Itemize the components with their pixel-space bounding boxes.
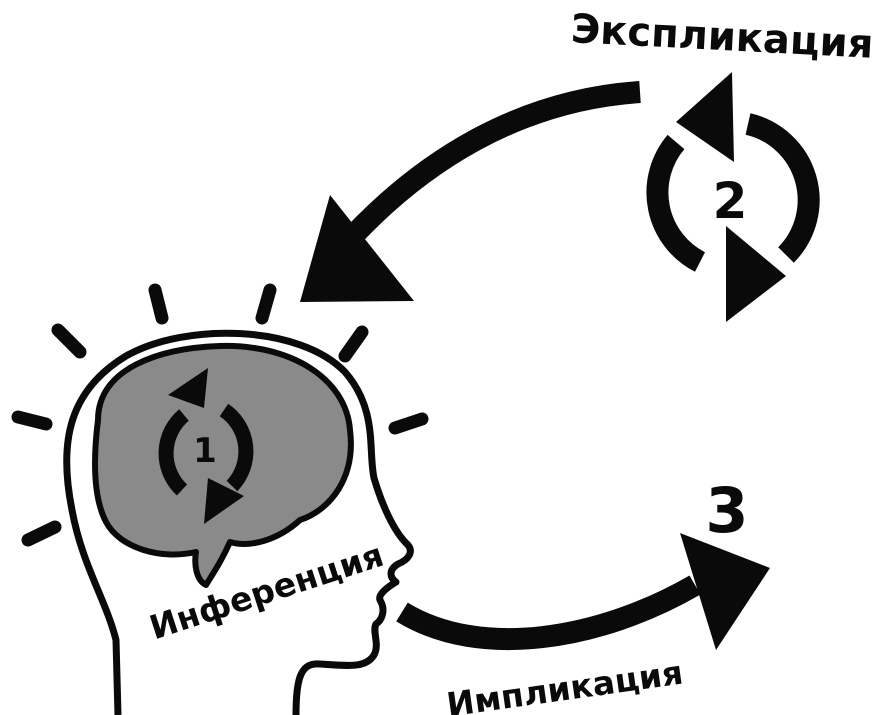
cycle-2-arc-left: [646, 134, 706, 272]
explication-arrowhead: [300, 195, 414, 302]
cycle-2-arrowhead-bottom: [726, 226, 786, 322]
cycle-2-heads: [676, 72, 786, 322]
cycle-2-arrowhead-top: [676, 72, 734, 162]
implication-arrow-shaft: [396, 575, 701, 651]
step-1-marker: 1: [193, 431, 217, 471]
ray-4: [255, 283, 277, 325]
cycle-1-arc-left: [158, 409, 190, 496]
cycle-arrows-1: [158, 403, 254, 496]
ray-7: [21, 520, 62, 547]
implication-label: Импликация: [444, 653, 685, 715]
cycle-arrows-2: [646, 113, 820, 272]
explication-label: Экспликация: [570, 6, 872, 68]
step-3-marker: 3: [705, 474, 748, 547]
implication-arrowhead: [680, 533, 770, 650]
step-2-marker: 2: [713, 172, 748, 230]
explication-arrow-shaft: [331, 81, 641, 258]
cycle-1-arrowhead-bottom: [204, 478, 244, 524]
ray-2: [51, 323, 87, 359]
ray-3: [148, 283, 169, 325]
cycle-1-heads: [168, 368, 244, 524]
ray-1: [11, 410, 53, 431]
ray-6: [388, 412, 429, 435]
ray-5: [338, 325, 369, 363]
idea-rays: [11, 283, 429, 547]
cycle-1-arrowhead-top: [168, 368, 208, 408]
cycle-2-arc-right: [745, 113, 820, 263]
cycle-1-arc-right: [219, 403, 254, 492]
brain-shape: [92, 342, 354, 588]
